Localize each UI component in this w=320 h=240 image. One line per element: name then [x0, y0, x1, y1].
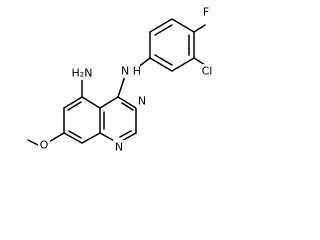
bond: [193, 57, 206, 66]
label-bg: [201, 6, 211, 20]
atom-amine-label: H₂N: [72, 67, 93, 80]
bond-double: [121, 102, 134, 111]
bond: [149, 18, 173, 33]
bond-double: [68, 130, 82, 139]
bond: [193, 24, 206, 33]
atom-n-top-label: N: [138, 95, 146, 108]
atom-oxygen-label: O: [40, 139, 49, 152]
atom-cl-label: Cl: [202, 65, 213, 78]
bond: [81, 132, 101, 144]
atom-f-label: F: [203, 6, 209, 19]
bond: [171, 57, 195, 72]
label-bg: [122, 64, 140, 78]
atom-n-bottom-label: N: [115, 141, 123, 154]
bond: [81, 96, 101, 109]
label-bg: [69, 66, 95, 80]
label-bg: [38, 138, 50, 152]
bond: [63, 96, 83, 109]
bond: [117, 75, 126, 98]
bond: [171, 18, 195, 33]
bond: [117, 96, 137, 109]
atom-nh-label: N H: [121, 65, 141, 78]
bond-double: [67, 101, 82, 111]
bond: [63, 132, 83, 144]
bond-double: [119, 130, 132, 138]
bond-double: [154, 54, 173, 66]
bond: [99, 96, 119, 109]
label-bg: [136, 94, 148, 108]
label-bg: [200, 64, 214, 78]
chemical-structure: N H F Cl H₂N N N O: [27, 6, 214, 154]
bond: [149, 57, 173, 72]
bond-double: [154, 24, 173, 36]
label-bg: [113, 140, 125, 154]
